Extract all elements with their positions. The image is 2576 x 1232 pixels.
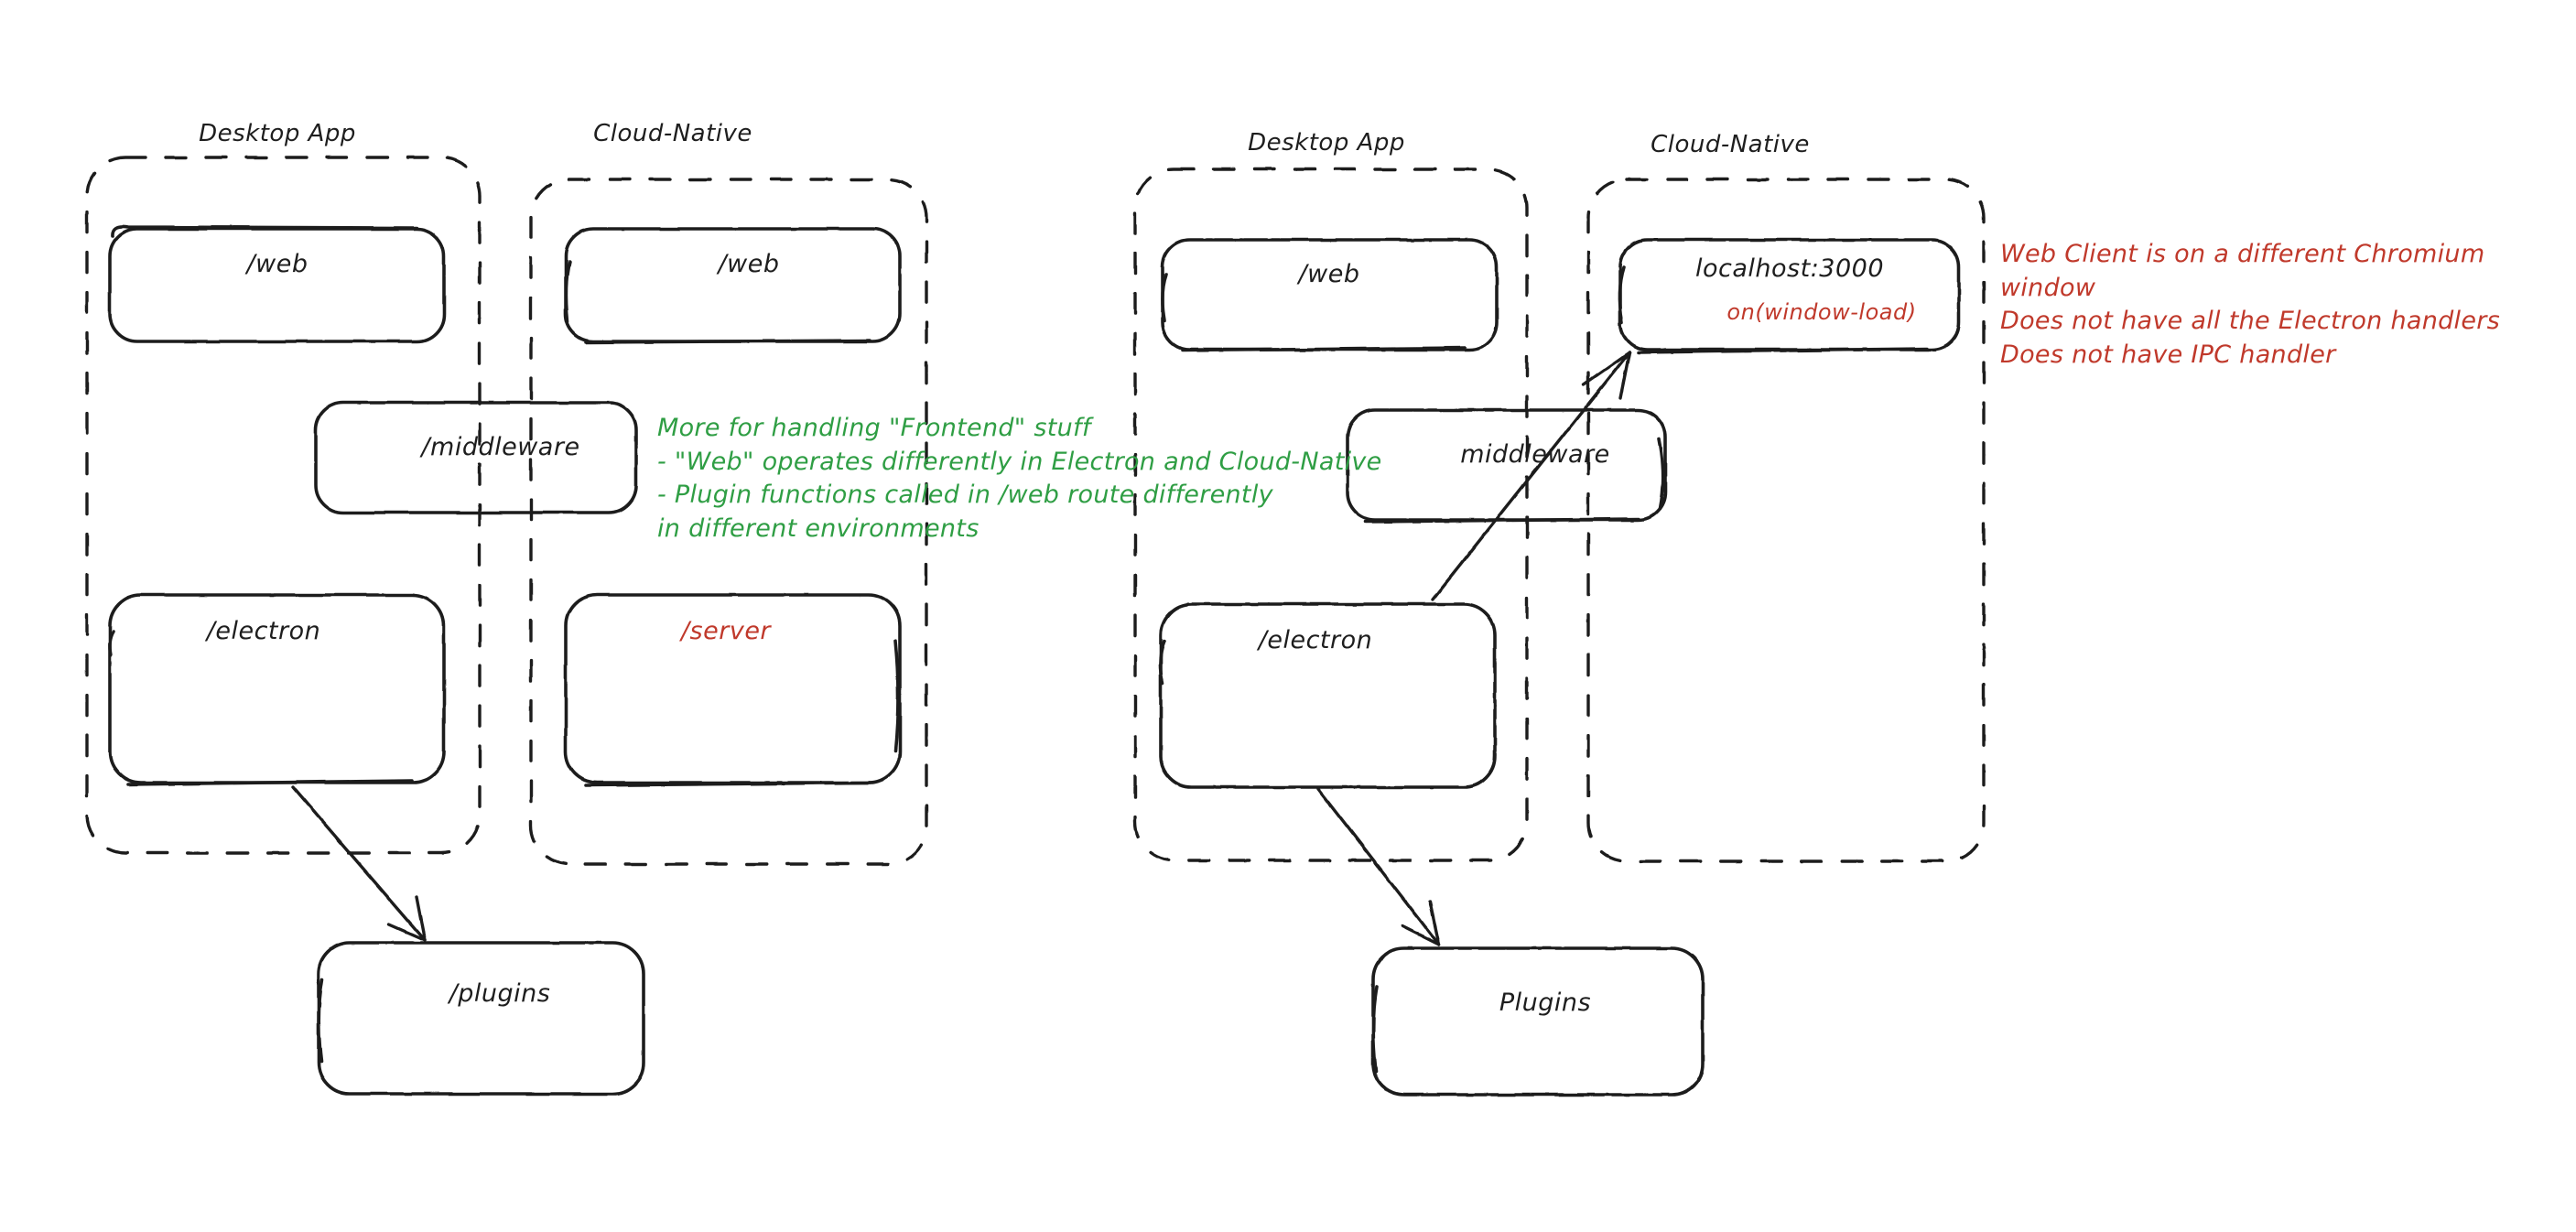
- box-outline-left-desktop-web: [108, 224, 446, 343]
- box-outline-left-server: [564, 593, 902, 787]
- red-note-line-2: Does not have all the Electron handlers: [2000, 307, 2501, 336]
- box-label-right-localhost: localhost:3000: [1694, 254, 1885, 283]
- annotation-green-note: More for handling "Frontend" stuff - "We…: [657, 412, 1382, 546]
- group-title-right-cloud-native: Cloud-Native: [1651, 131, 1810, 158]
- box-label-left-cloud-web: /web: [718, 250, 780, 278]
- box-outline-left-cloud-web: [564, 227, 902, 344]
- group-outline-left-desktop-app: [85, 156, 482, 855]
- box-label-right-electron: /electron: [1258, 626, 1373, 654]
- box-label-right-middleware: middleware: [1460, 440, 1610, 469]
- box-label-right-plugins: Plugins: [1499, 989, 1592, 1017]
- box-outline-right-electron: [1158, 602, 1497, 789]
- box-outline-left-middleware: [314, 401, 638, 514]
- box-label-left-middleware: /middleware: [421, 433, 580, 461]
- box-outline-left-electron: [108, 593, 446, 786]
- box-label-left-plugins: /plugins: [449, 979, 551, 1008]
- box-sublabel-right-localhost-on-window-load: on(window-load): [1726, 299, 1917, 325]
- red-note-line-3: Does not have IPC handler: [2000, 340, 2336, 370]
- group-outline-right-desktop-app: [1133, 168, 1529, 862]
- arrow-left-electron-to-plugins: [291, 785, 427, 942]
- box-outline-right-desktop-web: [1161, 238, 1499, 352]
- box-label-right-desktop-web: /web: [1298, 260, 1360, 288]
- box-outline-right-plugins: [1371, 946, 1705, 1097]
- box-label-left-server: /server: [680, 617, 772, 645]
- box-outline-right-middleware: [1346, 408, 1667, 524]
- annotation-red-note: Web Client is on a different Chromium wi…: [2000, 238, 2576, 373]
- red-note-line-1: Web Client is on a different Chromium wi…: [2000, 240, 2485, 302]
- box-outline-left-plugins: [317, 941, 645, 1096]
- box-outline-right-localhost: [1618, 238, 1961, 354]
- green-note-line-1: More for handling "Frontend" stuff: [657, 414, 1091, 442]
- arrow-right-electron-to-localhost: [1431, 351, 1631, 601]
- green-note-line-2: - "Web" operates differently in Electron…: [657, 447, 1382, 476]
- group-title-left-cloud-native: Cloud-Native: [593, 120, 752, 147]
- group-title-left-desktop-app: Desktop App: [199, 120, 356, 147]
- green-note-line-4: in different environments: [657, 514, 980, 544]
- group-title-right-desktop-app: Desktop App: [1248, 129, 1405, 157]
- box-label-left-desktop-web: /web: [246, 250, 308, 278]
- box-label-left-electron: /electron: [206, 617, 321, 645]
- arrow-right-electron-to-plugins: [1316, 787, 1441, 946]
- green-note-line-3: - Plugin functions called in /web route …: [657, 481, 1273, 510]
